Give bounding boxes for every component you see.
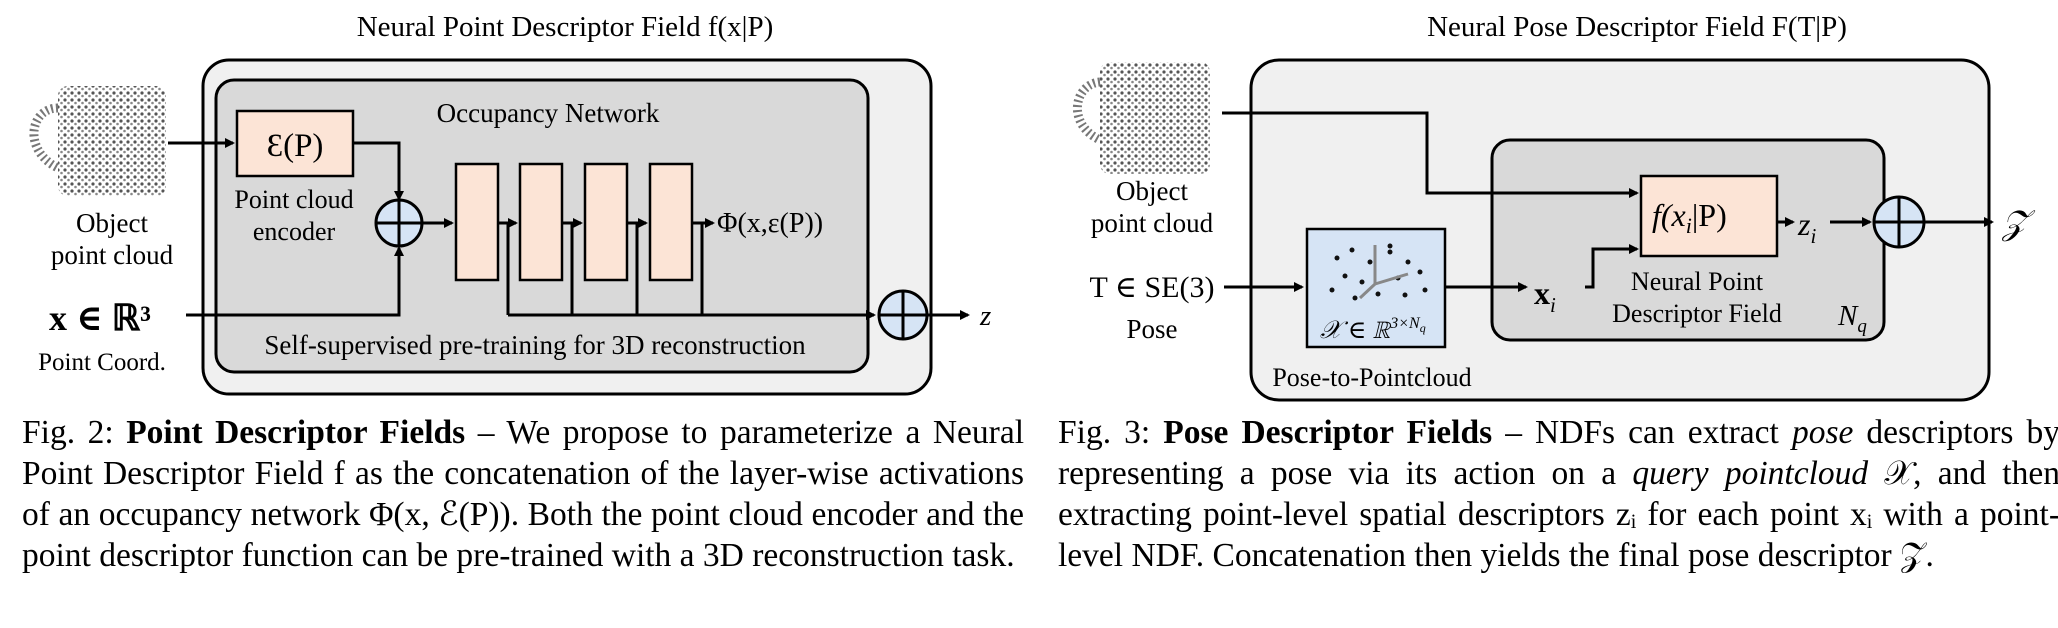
fig3-pose-axes-icon xyxy=(1358,245,1409,300)
fig2-layer-3 xyxy=(583,162,629,282)
fig3-zi-label: zi xyxy=(1797,206,1816,248)
fig2-input-symbol: x ∈ ℝ³ xyxy=(49,298,151,338)
fig2-caption-text: – We propose to parameterize a Neural Po… xyxy=(22,414,1024,574)
fig2-encoder-label-2: encoder xyxy=(253,217,336,246)
fig3-caption-text-c: 𝒳, and then extracting point-level spati… xyxy=(1058,455,2058,574)
fig3-ndf-label-1: Neural Point xyxy=(1631,267,1764,296)
fig2-title: Neural Point Descriptor Field f(x|P) xyxy=(357,11,774,43)
fig3-pose-symbol: T ∈ SE(3) xyxy=(1090,271,1215,304)
fig2-layer-1 xyxy=(454,162,500,282)
fig2-diagram: Neural Point Descriptor Field f(x|P) Occ… xyxy=(29,11,991,396)
fig3-ndf-symbol: f(xi|P) xyxy=(1652,197,1727,238)
fig2-encoder-box xyxy=(235,109,355,178)
fig3-caption-text-a: – NDFs can extract xyxy=(1492,414,1792,451)
fig3-p2p-label: Pose-to-Pointcloud xyxy=(1272,363,1471,392)
fig2-object-label-1: Object xyxy=(76,208,148,238)
fig2-layer-2 xyxy=(518,162,564,282)
fig2-layer-4 xyxy=(648,162,694,282)
fig2-output-label: Φ(x,ε(P)) xyxy=(717,208,823,239)
fig3-caption-bold: Pose Descriptor Fields xyxy=(1163,414,1493,451)
fig3-caption-text-b: descriptors by representing a pose via i… xyxy=(1058,414,2058,492)
fig2-object-label-2: point cloud xyxy=(51,240,174,270)
fig3-caption: Fig. 3: Pose Descriptor Fields – NDFs ca… xyxy=(1058,412,2058,576)
fig3-object-label-2: point cloud xyxy=(1091,208,1214,238)
fig3-ndf-label-2: Descriptor Field xyxy=(1612,299,1782,328)
fig2-encoder-label-1: Point cloud xyxy=(234,185,353,214)
fig3-query-symbol: 𝒳 ∈ ℝ3×Nq xyxy=(1320,315,1426,344)
fig3-caption-italic-a: pose xyxy=(1791,414,1854,451)
fig3-Z-label: 𝒵 xyxy=(2001,205,2036,242)
fig3-diagram: Neural Pose Descriptor Field F(T|P) Obje… xyxy=(1072,11,2036,402)
fig3-pose-label: Pose xyxy=(1126,314,1177,344)
fig2-caption: Fig. 2: Point Descriptor Fields – We pro… xyxy=(22,412,1024,576)
fig2-caption-prefix: Fig. 2: xyxy=(22,414,127,451)
fig2-occupancy-label: Occupancy Network xyxy=(437,98,660,128)
fig3-mug-pointcloud xyxy=(1072,62,1210,174)
fig3-ndf-function-box xyxy=(1639,174,1779,258)
fig3-xi-label: xi xyxy=(1534,275,1556,317)
fig2-z-label: z xyxy=(979,300,991,332)
fig2-input-label: Point Coord. xyxy=(38,349,166,376)
fig3-caption-prefix: Fig. 3: xyxy=(1058,414,1164,451)
fig3-caption-italic-b: query pointcloud xyxy=(1632,455,1869,492)
fig3-query-points xyxy=(1329,243,1428,301)
fig2-encoder-symbol: Ɛ(P) xyxy=(267,128,324,164)
fig2-caption-bold: Point Descriptor Fields xyxy=(126,414,466,451)
fig3-title: Neural Pose Descriptor Field F(T|P) xyxy=(1427,11,1847,43)
fig2-mug-pointcloud xyxy=(29,86,166,196)
fig3-nq-label: Nq xyxy=(1837,300,1867,337)
fig2-pretrain-label: Self-supervised pre-training for 3D reco… xyxy=(264,330,806,360)
fig3-object-label-1: Object xyxy=(1116,176,1188,206)
